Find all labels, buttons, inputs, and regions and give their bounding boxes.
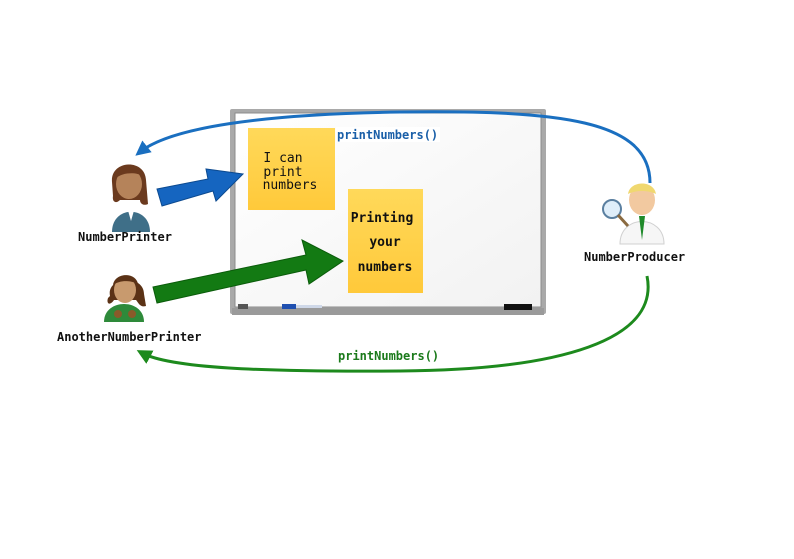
eraser-icon: [504, 304, 532, 310]
note2-line-3: numbers: [358, 260, 413, 275]
note2-line-2: your: [369, 235, 400, 250]
call-label-top: printNumbers(): [337, 128, 438, 142]
green-block-arrow: [152, 239, 344, 304]
magnifier-icon: [602, 199, 622, 219]
node-label-number-printer: NumberPrinter: [78, 230, 172, 244]
blue-block-arrow: [156, 168, 245, 207]
another-number-printer-person-icon: [104, 275, 146, 322]
note2-line-1: Printing: [351, 211, 414, 226]
call-arrow-top: [135, 110, 652, 184]
number-producer-person-icon: [602, 183, 665, 245]
note1-line-3: numbers: [263, 178, 318, 193]
node-label-number-producer: NumberProducer: [584, 250, 685, 264]
node-label-another-number-printer: AnotherNumberPrinter: [57, 330, 202, 344]
note1-line-2: print: [263, 165, 302, 180]
number-printer-person-icon: [111, 164, 150, 232]
sticky-note-1: I can print numbers: [248, 128, 335, 210]
note1-line-1: I can: [263, 151, 302, 166]
sticky-note-2: Printing your numbers: [348, 189, 423, 293]
call-label-bottom: printNumbers(): [338, 349, 439, 363]
marker-grey-icon: [238, 304, 248, 309]
call-arrow-bottom: [136, 275, 650, 373]
marker-blue-icon: [282, 304, 296, 309]
